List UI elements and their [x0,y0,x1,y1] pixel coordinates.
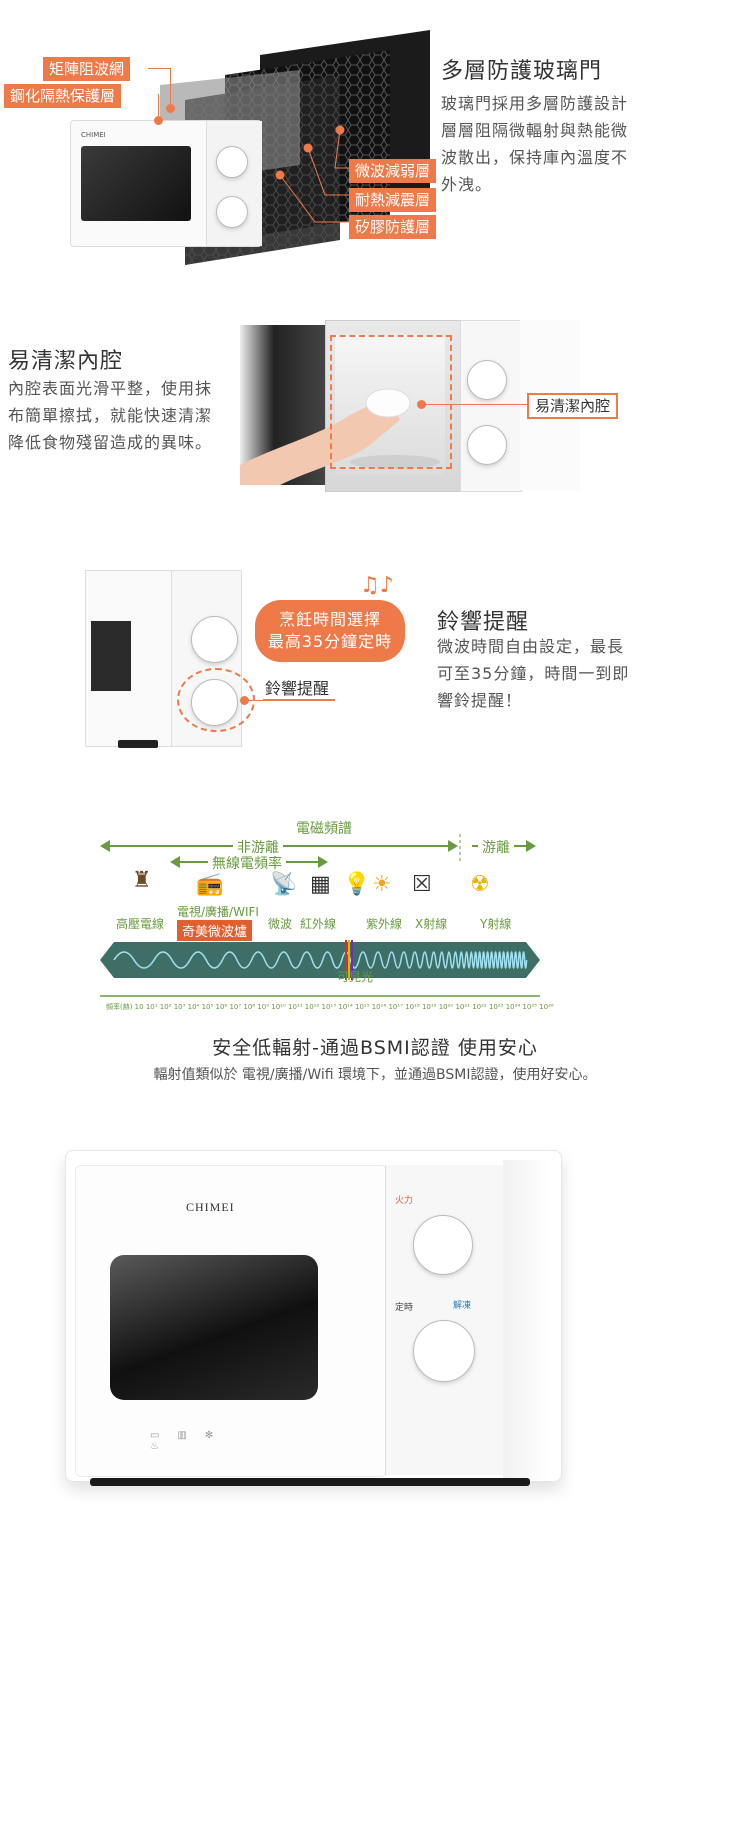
bubble-line: 烹飪時間選擇 [278,610,381,629]
spectrum-item: 紅外線 [300,917,337,931]
open-microwave-image [240,320,580,492]
door-window [110,1255,318,1400]
power-tower-icon: ♜ [132,868,152,893]
brand-logo: CHIMEI [186,1200,235,1214]
tag-microwave-reduce: 微波減弱層 [349,159,437,183]
label-non-ionizing: 非游離 [233,837,283,857]
panel-label: 解凍 [453,1301,472,1311]
control-panel [460,320,522,492]
foot [118,740,158,748]
spectrum-item: X射線 [415,917,448,931]
frequency-axis: 頻率(赫) 10 10¹ 10² 10³ 10⁴ 10⁵ 10⁶ 10⁷ 10⁸… [106,1003,554,1011]
side-panel [503,1160,553,1480]
remote-control-icon: ▦ [310,872,331,897]
spectrum-item: Y射線 [480,917,512,931]
spectrum-item: 微波 [268,917,293,931]
panel-label: 定時 [395,1303,414,1313]
label-ionizing: 游離 [478,837,514,857]
section-title-bsmi: 安全低輻射-通過BSMI認證 使用安心 [212,1037,538,1059]
radiation-icon: ☢ [470,872,490,897]
power-knob [413,1215,473,1275]
timer-knob [413,1320,475,1382]
base [90,1478,530,1486]
power-knob [191,616,238,663]
spectrum-title: 電磁頻譜 [296,821,352,837]
microwave-small-image: CHIMEI [70,120,262,247]
sun-icon: ☀ [372,872,392,897]
section-description-bsmi: 輻射值類似於 電視/廣播/Wifi 環境下，並通過BSMI認證，使用好安心。 [153,1067,597,1083]
door-window [81,146,191,221]
turntable [350,455,440,469]
label-wireless: 無線電頻率 [208,853,286,873]
spectrum-item: 電視/廣播/WIFI [177,905,259,919]
power-knob [467,360,507,400]
timer-knob [216,196,248,228]
spectrum-item: 高壓電線 [116,917,165,931]
brand-logo-small: CHIMEI [81,131,106,139]
tag-silicone: 矽膠防護層 [349,215,437,239]
timer-knob [467,425,507,465]
door-icons: ▭▥✻♨ [150,1430,232,1452]
cavity-highlight-frame [330,335,452,469]
section-title: 鈴響提醒 [437,610,530,635]
speech-bubble: 烹飪時間選擇 最高35分鐘定時 [255,600,405,662]
door-window [91,621,131,691]
wave-band [100,940,540,980]
section-title: 多層防護玻璃門 [441,59,603,84]
satellite-dish-icon: 📡 [270,872,298,897]
tag-easy-clean: 易清潔內腔 [527,393,619,419]
section-description: 微波時間自由設定，最長 可至35分鐘，時間一到即 響鈴提醒！ [437,637,630,710]
marker-dot [417,400,426,409]
marker-dot [166,104,175,113]
section-description: 玻璃門採用多層防護設計 層層阻隔微輻射與熱能微 波散出，保持庫內溫度不 外洩。 [441,94,629,194]
label-visible-light: 可見光 [337,970,374,984]
highlight-chimei-microwave: 奇美微波爐 [177,920,253,941]
spectrum-item: 紫外線 [366,917,403,931]
section-description: 內腔表面光滑平整，使用抹 布簡單擦拭，就能快速清潔 降低食物殘留造成的異味。 [8,379,213,452]
hand-wiping-illustration [240,388,410,485]
marker-dot [240,696,249,705]
music-note-icon: ♫♪ [360,573,394,598]
label-alert: 鈴響提醒 [265,679,330,698]
tag-heat-resistant: 耐熱減震層 [349,188,437,212]
tag-tempered-layer: 鋼化隔熱保護層 [4,84,122,108]
tag-matrix-shield: 矩陣阻波網 [43,57,131,81]
section-title: 易清潔內腔 [8,349,124,374]
bubble-line: 最高35分鐘定時 [267,632,393,651]
light-bulb-icon: 💡 [343,872,371,897]
xray-icon: ☒ [412,872,432,897]
radio-icon: 📻 [196,872,224,897]
panel-label: 火力 [395,1196,414,1206]
marker-dot [154,116,163,125]
power-knob [216,146,248,178]
